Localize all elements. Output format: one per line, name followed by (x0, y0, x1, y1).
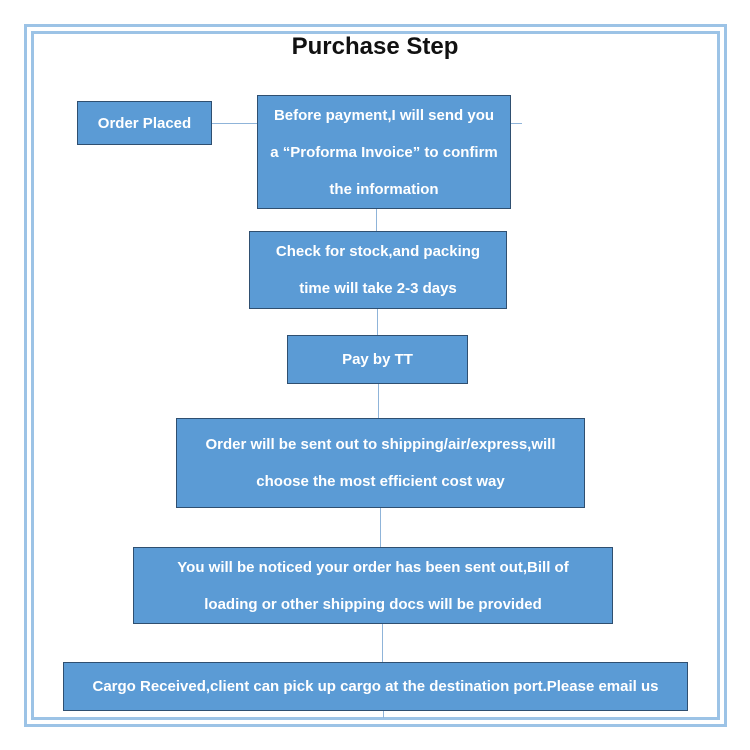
inner-frame (31, 31, 720, 720)
step-pay-by-tt-label: Pay by TT (342, 351, 413, 368)
step-before-payment-line-3: the information (329, 180, 439, 198)
step-noticed: You will be noticed your order has been … (133, 547, 613, 624)
diagram-title: Purchase Step (291, 33, 459, 60)
step-order-sent-line-2: choose the most efficient cost way (256, 473, 505, 490)
step-noticed-line-1: You will be noticed your order has been … (177, 558, 569, 576)
step-check-stock: Check for stock,and packing time will ta… (249, 231, 507, 309)
step-before-payment-line-1: Before payment,I will send you (273, 106, 495, 124)
step-check-stock-line-2: time will take 2-3 days (299, 280, 457, 297)
connector-cargo-tail (383, 710, 384, 718)
connector-payment-to-stock (376, 208, 377, 231)
connector-stock-to-pay (377, 308, 378, 335)
step-cargo-received: Cargo Received,client can pick up cargo … (63, 662, 688, 711)
step-order-placed-label: Order Placed (97, 114, 192, 132)
step-check-stock-line-1: Check for stock,and packing (275, 243, 481, 260)
connector-pay-to-shipping (378, 383, 379, 418)
step-order-sent-line-1: Order will be sent out to shipping/air/e… (205, 436, 556, 453)
step-before-payment-line-2: a “Proforma Invoice” to confirm (270, 143, 498, 161)
outer-frame (24, 24, 727, 727)
connector-shipping-to-notice (380, 507, 381, 547)
step-noticed-line-2: loading or other shipping docs will be p… (204, 595, 542, 613)
step-order-placed: Order Placed (77, 101, 212, 145)
connector-payment-right-tick (510, 123, 522, 124)
step-cargo-received-label: Cargo Received,client can pick up cargo … (92, 678, 659, 695)
step-pay-by-tt: Pay by TT (287, 335, 468, 384)
step-order-sent: Order will be sent out to shipping/air/e… (176, 418, 585, 508)
connector-order-to-payment (211, 123, 258, 124)
connector-notice-to-cargo (382, 623, 383, 662)
step-before-payment: Before payment,I will send you a “Profor… (257, 95, 511, 209)
